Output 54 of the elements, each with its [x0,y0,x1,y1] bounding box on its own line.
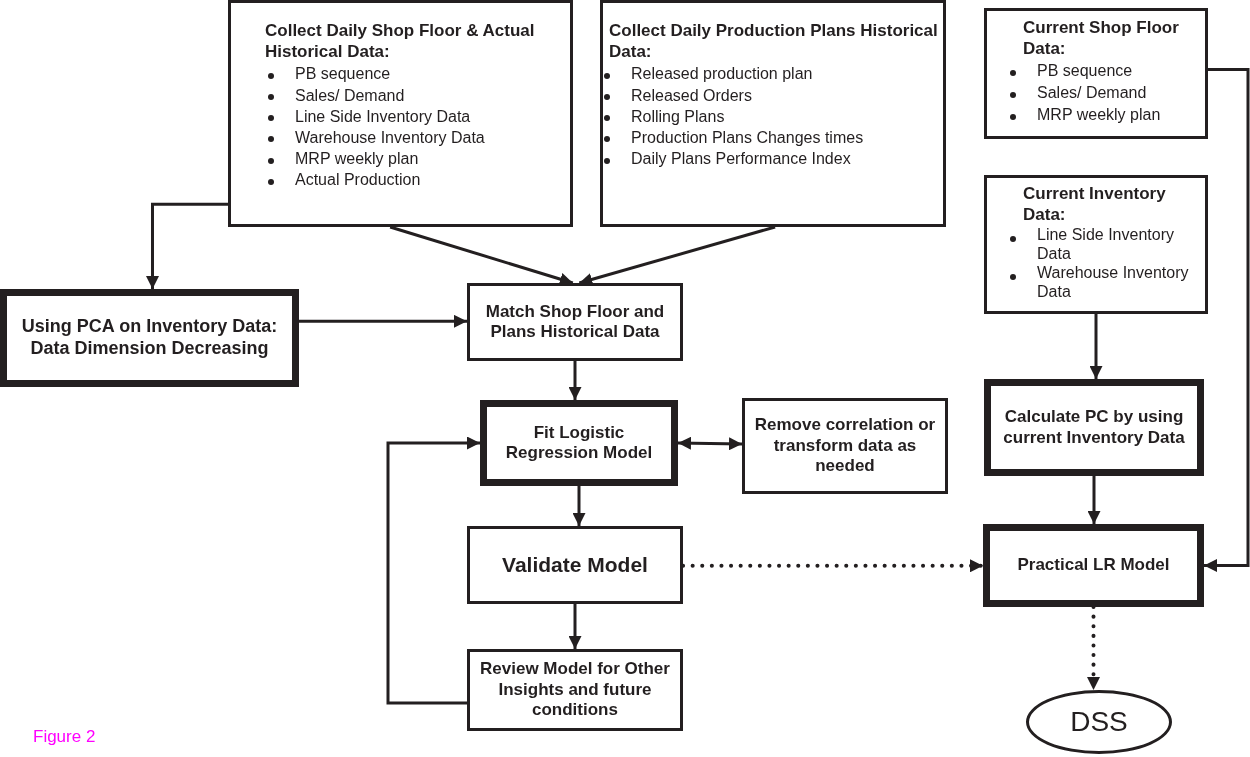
arrow [1087,605,1100,692]
bullet-item: MRP weekly plan [1037,105,1161,123]
box-label: Using PCA on Inventory Data: Data Dimension Decreasing [20,316,279,360]
arrow [1087,476,1101,524]
process-box [742,398,948,494]
bullet-item: PB sequence [295,65,391,83]
bullet-item: Actual Production [295,171,421,188]
arrow [677,436,743,451]
bullet-item: Production Plans Changes times [631,128,864,146]
box-heading: Collect Daily Production Plans Historical Data: [609,21,939,63]
arrow [681,559,985,573]
bullet-item: Sales/ Demand [295,86,405,104]
process-box [0,289,299,387]
box-label: Practical LR Model [1017,555,1170,576]
arrow [299,314,467,328]
bullet-item: Released production plan [631,65,813,83]
arrow [568,361,582,400]
bullet-item: Warehouse Inventory Data [295,128,485,146]
process-box [984,8,1208,139]
bullet-item: Rolling Plans [631,107,725,125]
arrow [146,202,228,289]
arrow [572,486,586,526]
arrow [1204,68,1250,572]
bullet-item: Released Orders [631,86,752,104]
bullet-item: PB sequence [1037,62,1133,80]
process-box [984,379,1204,476]
box-label: DSS [1070,705,1128,739]
box-heading: Collect Daily Shop Floor & Actual Historical Data: [265,21,535,63]
box-heading: Current Shop Floor Data: [1023,18,1180,60]
bullet-item: Warehouse Inventory Data [1037,264,1189,301]
arrow [1089,314,1103,379]
bullet-item: Daily Plans Performance Index [631,149,851,167]
process-box [984,175,1208,314]
process-box [983,524,1204,607]
bullet-item: Line Side Inventory Data [1037,226,1174,263]
box-label: Review Model for Other Insights and future conditions [479,659,671,721]
box-label: Calculate PC by using current Inventory Data [1002,407,1186,448]
process-box [228,0,573,227]
process-box [467,649,683,731]
box-label: Remove correlation or transform data as needed [753,415,937,477]
arrow [568,604,582,649]
bullet-item: Sales/ Demand [1037,84,1147,102]
process-box [600,0,946,227]
process-box [467,526,683,604]
bullet-item: MRP weekly plan [295,149,419,167]
process-box [480,400,678,486]
box-heading: Current Inventory Data: [1023,184,1167,226]
box-label: Fit Logistic Regression Model [504,422,654,464]
box-label: Validate Model [502,552,648,578]
process-box [467,283,683,361]
figure-label: Figure 2 [33,727,96,747]
bullet-item: Line Side Inventory Data [295,107,471,125]
box-label: Match Shop Floor and Plans Historical Data [484,301,666,343]
arrow [386,436,480,705]
